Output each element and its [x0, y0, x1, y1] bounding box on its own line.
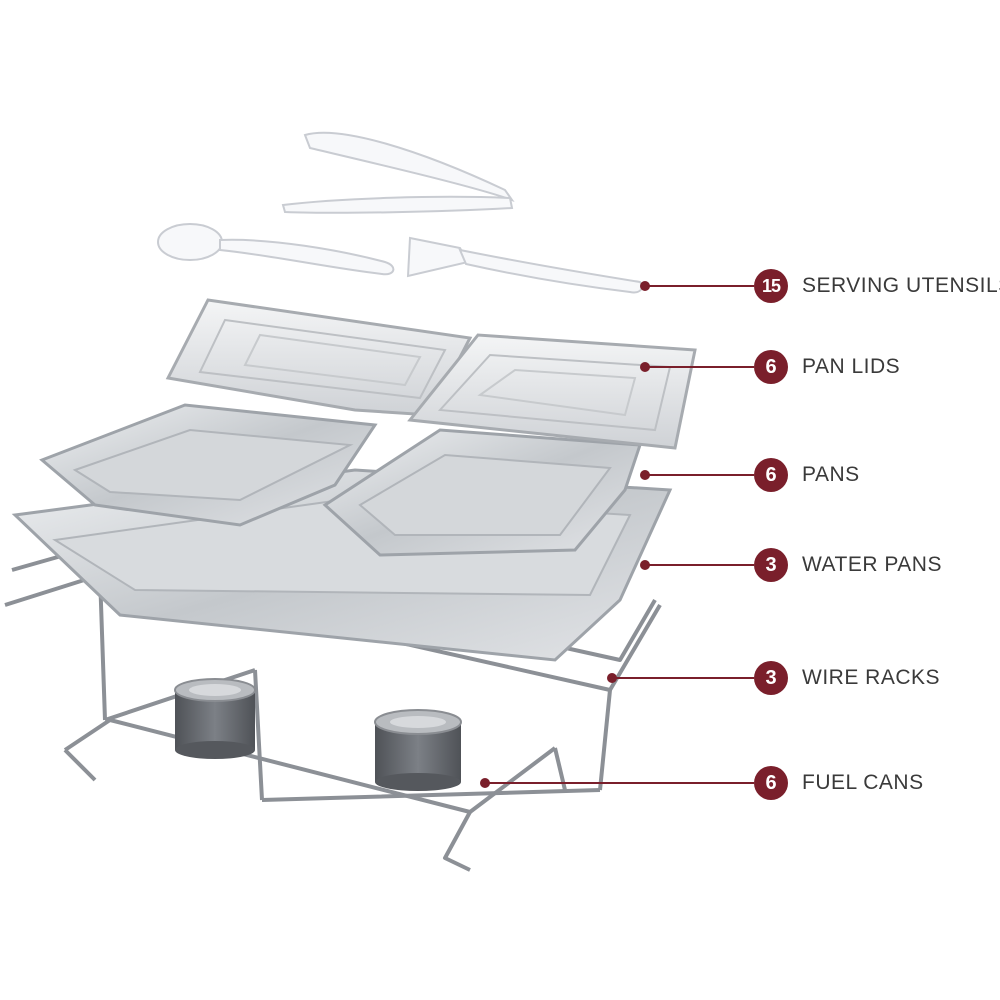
fuel-can [374, 709, 462, 791]
serving-spoon [157, 223, 395, 276]
pan-lid-left [165, 298, 473, 417]
pans [39, 403, 643, 557]
serving-utensils [157, 131, 643, 294]
leader-lines [480, 281, 754, 788]
pan-left [39, 403, 378, 527]
fuel-can [174, 678, 256, 759]
pan-lids [165, 298, 697, 450]
fuel-cans [174, 678, 462, 791]
pan-lid-right [407, 333, 697, 450]
tongs [281, 131, 515, 214]
pan-right [322, 428, 643, 557]
serving-fork [406, 236, 643, 294]
